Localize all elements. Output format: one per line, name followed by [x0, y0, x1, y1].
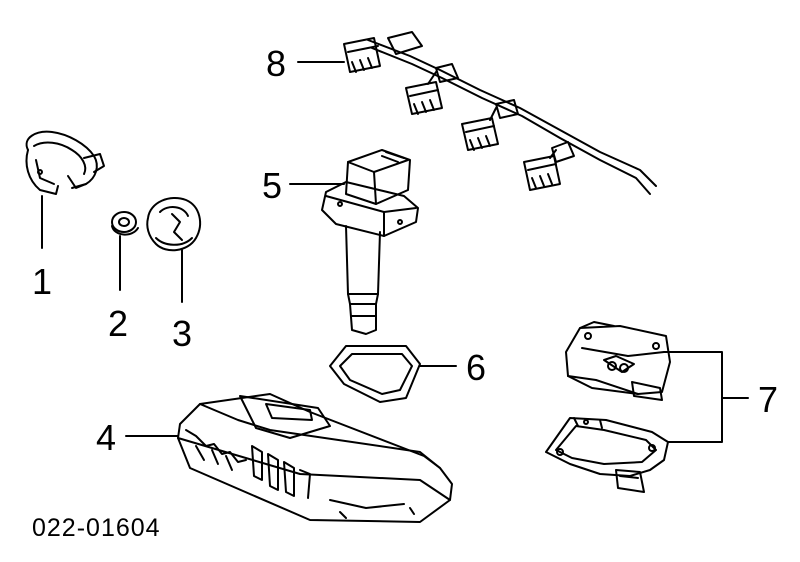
part-3-bushing	[146, 197, 202, 252]
callout-8: 8	[266, 43, 287, 84]
part-7-sensor-module-upper	[565, 321, 671, 401]
diagram-code: 022-01604	[32, 514, 161, 542]
part-1-clamp	[25, 130, 105, 195]
callout-2: 2	[108, 303, 129, 344]
part-8-wiring-harness	[343, 31, 657, 195]
callout-4: 4	[96, 417, 117, 458]
callout-6: 6	[466, 347, 487, 388]
callout-7: 7	[758, 379, 779, 420]
callout-3: 3	[172, 313, 193, 354]
callout-1: 1	[32, 261, 53, 302]
part-5-ignition-coil	[321, 149, 419, 335]
leader-lines	[41, 61, 749, 443]
callout-5: 5	[262, 165, 283, 206]
part-6-gasket	[329, 345, 421, 403]
part-2-grommet	[111, 211, 139, 236]
part-4-control-module	[177, 393, 453, 523]
part-7-sensor-base-lower	[545, 417, 669, 493]
